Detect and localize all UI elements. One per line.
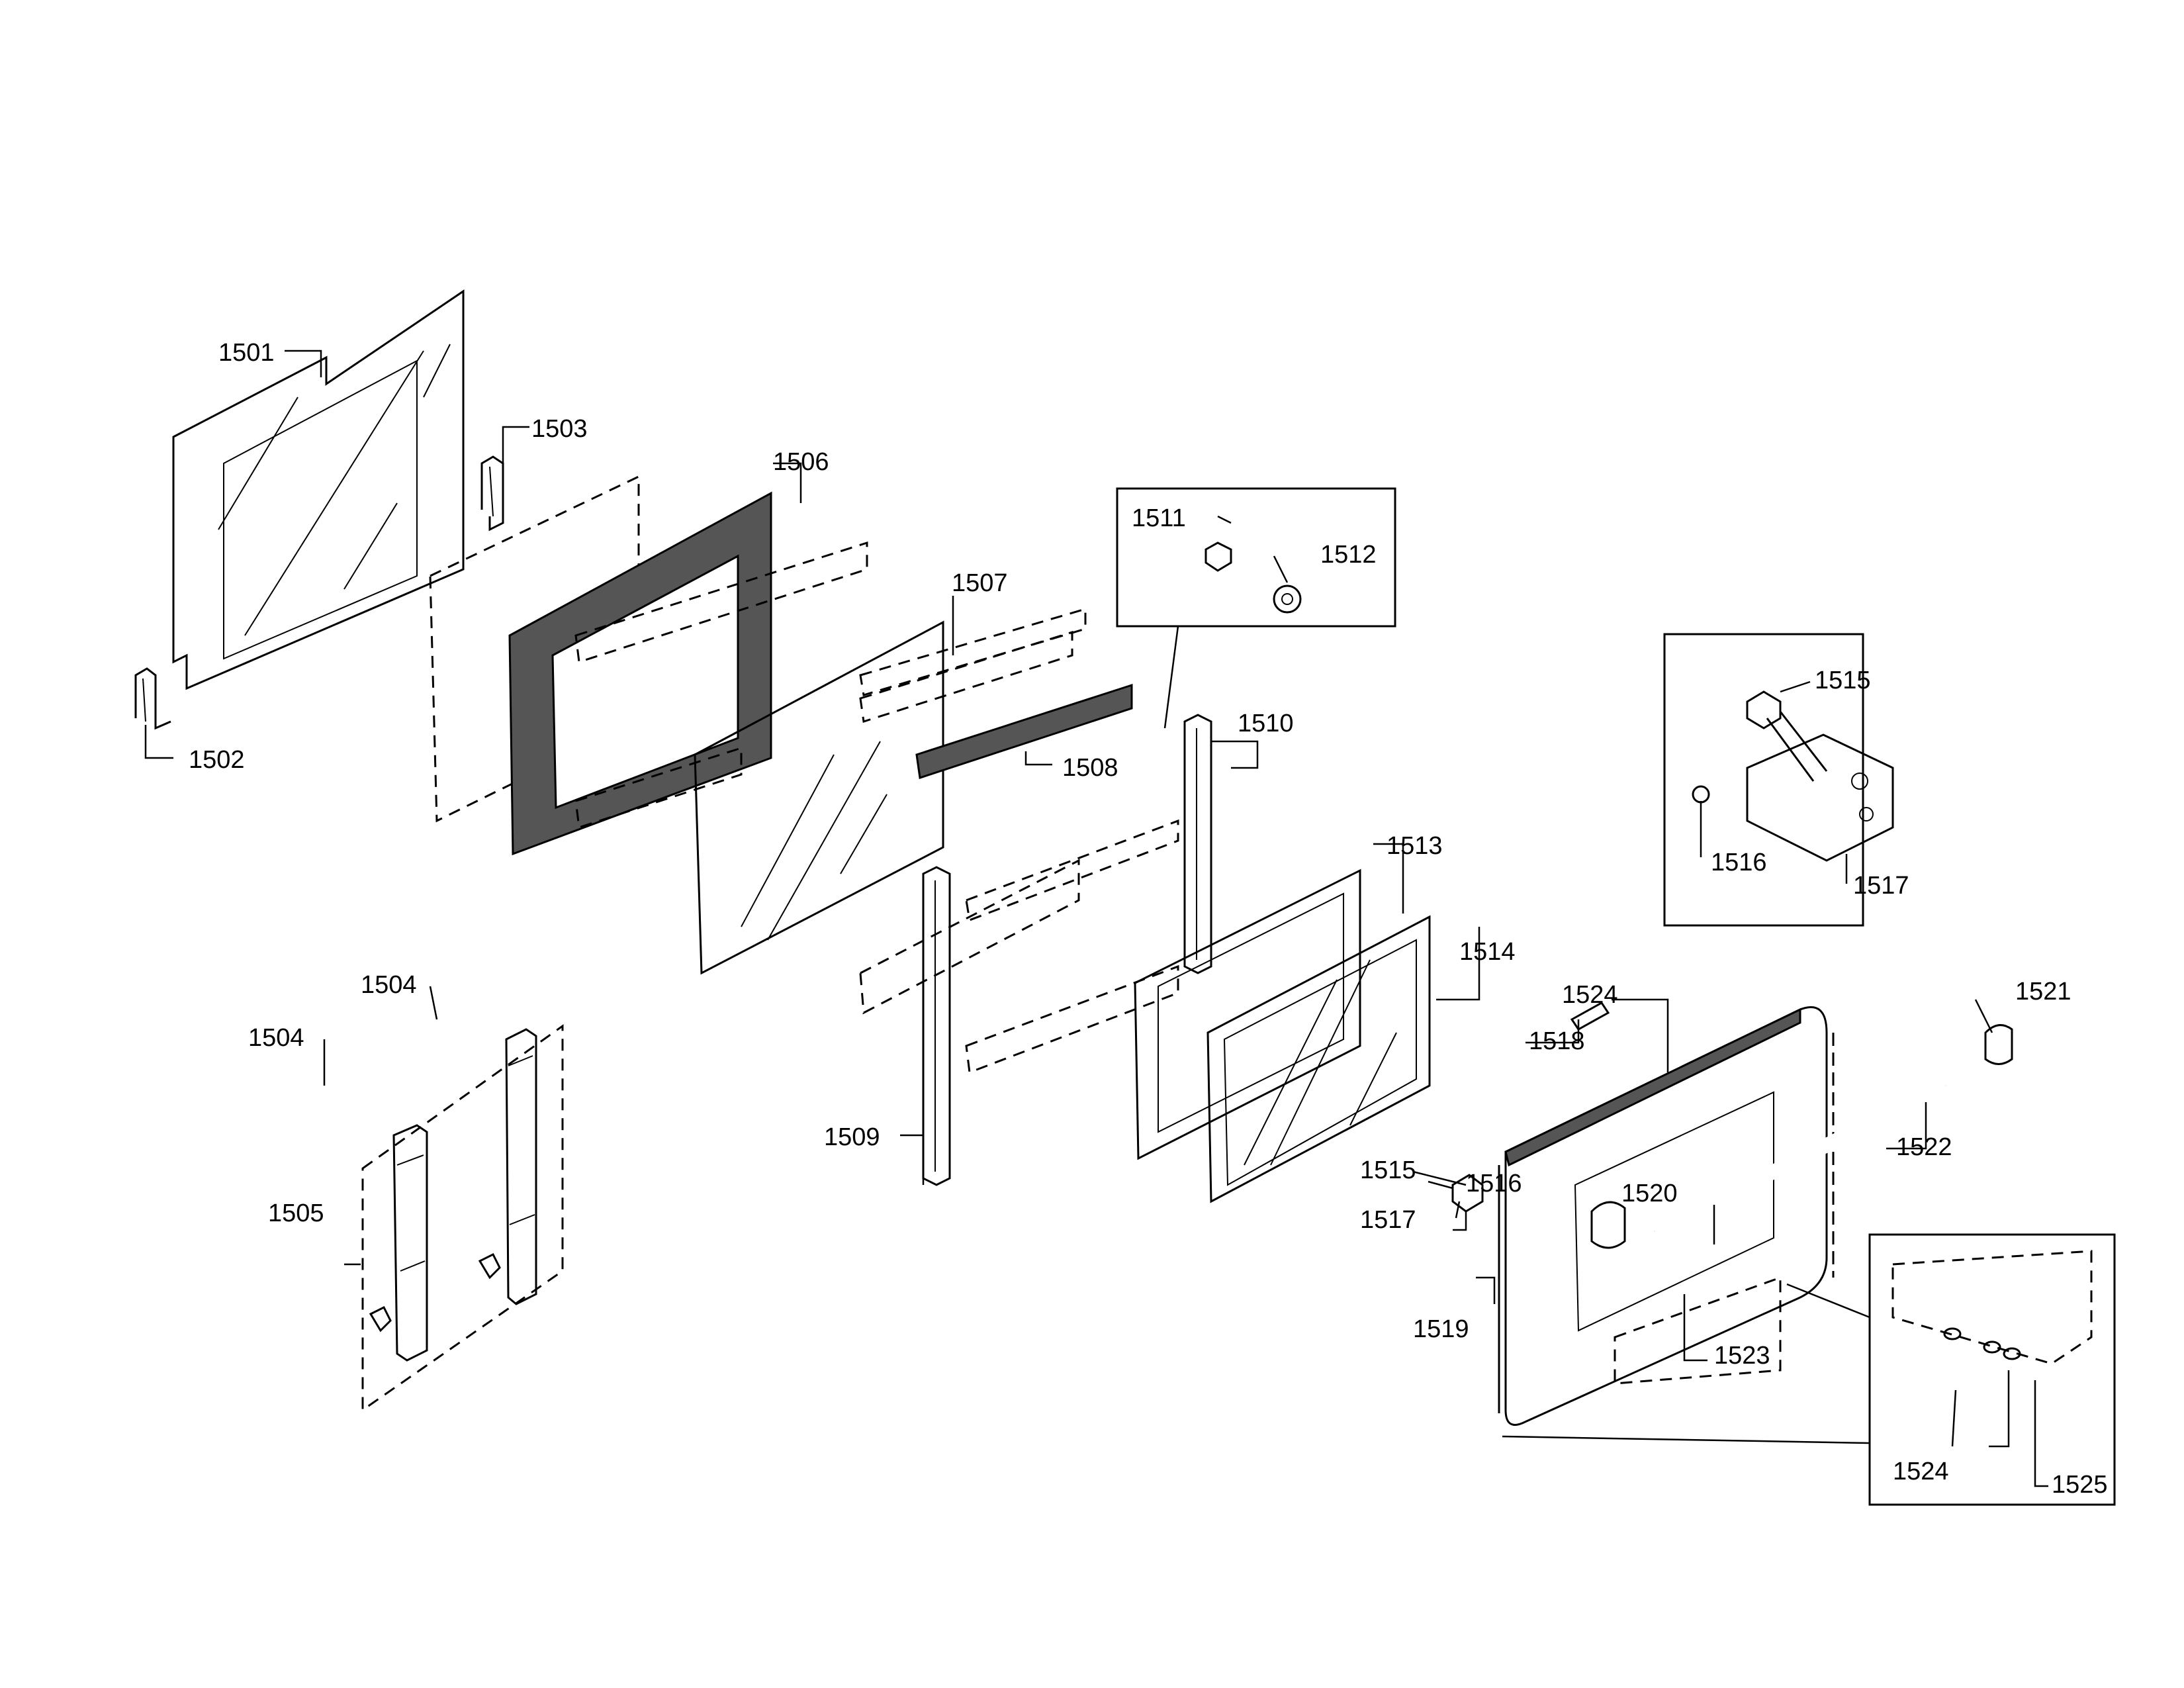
- label-1518: 1518: [1529, 1027, 1585, 1055]
- door-latch-plate: [1570, 1002, 1610, 1031]
- hinge-hardware-inset: [1663, 633, 1894, 927]
- label-1515-door: 1515: [1360, 1156, 1416, 1184]
- hinge-left: [369, 1124, 428, 1362]
- callout-labels: 1501 1503 1502 1506 1507 1508 1510 1509 …: [189, 339, 2108, 1499]
- door-front-assembly: [1498, 1006, 1835, 1426]
- hardware-inset-box: [1116, 487, 1396, 729]
- label-1525: 1525: [2052, 1471, 2108, 1499]
- label-1517-inset: 1517: [1853, 872, 1909, 900]
- label-1521: 1521: [2015, 978, 2071, 1006]
- handle-end-cap-right: [1984, 1024, 2013, 1065]
- label-1504-right: 1504: [361, 971, 417, 999]
- label-1502: 1502: [189, 746, 245, 774]
- cross-brackets: [859, 819, 1179, 1074]
- label-1505: 1505: [268, 1199, 324, 1227]
- inner-glass-frame: [1134, 868, 1361, 1160]
- leader-lines: [144, 350, 2048, 1487]
- label-1513: 1513: [1387, 832, 1443, 860]
- door-hinge-bracket: [1451, 1174, 1484, 1213]
- label-1504-left: 1504: [248, 1024, 304, 1052]
- label-1511: 1511: [1132, 504, 1186, 532]
- glass-clip-upper: [480, 455, 504, 532]
- side-channel-left: [922, 866, 951, 1186]
- glass-clip-lower: [134, 667, 171, 730]
- door-handle: [1651, 1079, 1949, 1238]
- label-1522: 1522: [1896, 1133, 1952, 1161]
- inner-glass-panel: [1206, 915, 1431, 1203]
- label-1524-inset: 1524: [1893, 1458, 1949, 1485]
- label-1524-top: 1524: [1562, 981, 1618, 1009]
- inner-frame-assembly: [429, 475, 868, 856]
- label-1517-door: 1517: [1360, 1206, 1416, 1234]
- side-channel-right: [1183, 714, 1212, 974]
- label-1514: 1514: [1459, 938, 1516, 966]
- label-1507: 1507: [952, 569, 1008, 597]
- middle-glass-panel: [694, 607, 1087, 975]
- label-1510: 1510: [1238, 710, 1294, 737]
- label-1519: 1519: [1413, 1315, 1469, 1343]
- label-1506: 1506: [773, 448, 829, 476]
- label-1501: 1501: [218, 339, 275, 367]
- hinge-right: [478, 1028, 537, 1305]
- label-1516-inset: 1516: [1711, 849, 1767, 876]
- label-1520: 1520: [1621, 1180, 1678, 1207]
- fastener-inset-box: [1502, 1233, 2116, 1506]
- label-1516-door: 1516: [1466, 1170, 1522, 1197]
- handle-end-cap-left: [1590, 1201, 1626, 1249]
- outer-glass-panel: [172, 289, 465, 690]
- label-1509: 1509: [824, 1123, 880, 1151]
- label-1508: 1508: [1062, 754, 1118, 782]
- label-1512: 1512: [1320, 541, 1377, 569]
- vent-strip: [915, 683, 1133, 779]
- label-1515-inset: 1515: [1815, 667, 1871, 694]
- hinge-assembly-box: [361, 1024, 564, 1412]
- label-1523: 1523: [1714, 1342, 1770, 1370]
- label-1503: 1503: [531, 415, 588, 443]
